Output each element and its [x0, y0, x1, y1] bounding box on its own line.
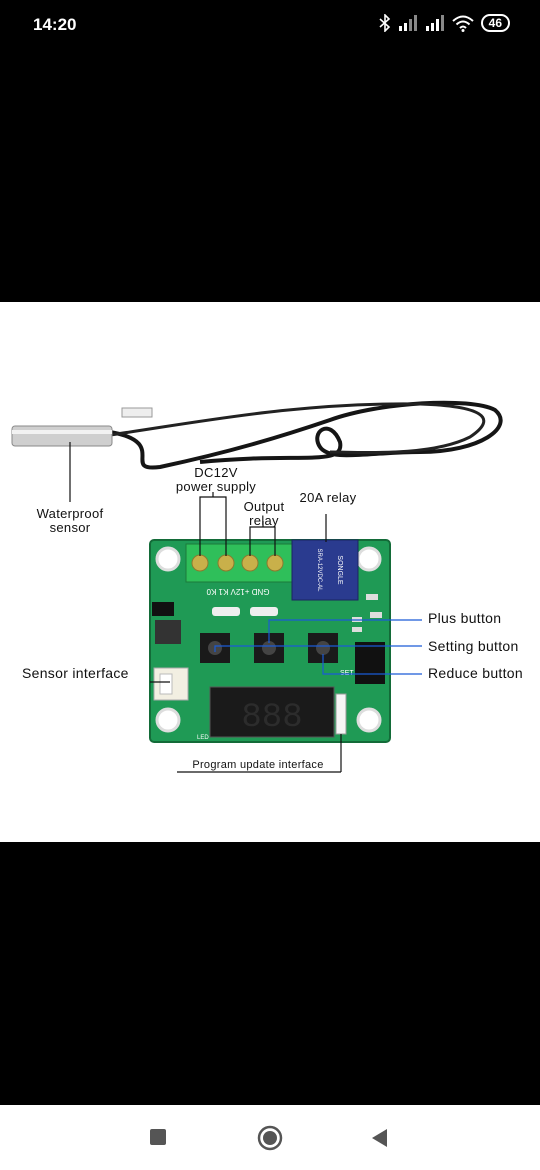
label-dc12v: DC12V power supply [175, 465, 257, 494]
label-reduce-button: Reduce button [428, 665, 523, 681]
product-image[interactable]: GND +12V K1 K0 SONGLE SRA-12VDC-AL SET 8… [0, 302, 540, 842]
terminal-silkscreen: GND +12V K1 K0 [206, 587, 269, 596]
status-time: 14:20 [33, 15, 77, 34]
label-waterproof-sensor: Waterproof sensor [36, 506, 104, 535]
label-setting-button: Setting button [428, 638, 519, 654]
label-program-update: Program update interface [192, 759, 324, 771]
recents-icon[interactable] [150, 1129, 166, 1145]
relay-model: SRA-12VDC-AL [316, 548, 322, 592]
navigation-bar [0, 1105, 540, 1170]
led-silkscreen: LED [197, 735, 209, 741]
label-sensor-interface: Sensor interface [22, 665, 129, 681]
back-icon[interactable] [371, 1129, 389, 1147]
thermostat-board-illustration: GND +12V K1 K0 SONGLE SRA-12VDC-AL SET 8… [11, 400, 503, 773]
signal-icon-2 [425, 15, 444, 31]
battery-icon: 46 [480, 14, 510, 32]
svg-text:888: 888 [241, 699, 302, 737]
status-bar: 14:20 46 [0, 0, 540, 50]
label-plus-button: Plus button [428, 610, 502, 626]
status-icons: 46 [379, 14, 510, 32]
relay-brand: SONGLE [336, 555, 343, 585]
home-icon[interactable] [257, 1125, 283, 1151]
label-output-relay: Output relay [243, 499, 285, 528]
bluetooth-icon [379, 14, 390, 32]
wifi-icon [451, 15, 474, 32]
label-20a-relay: 20A relay [299, 490, 357, 505]
signal-icon [398, 15, 417, 31]
